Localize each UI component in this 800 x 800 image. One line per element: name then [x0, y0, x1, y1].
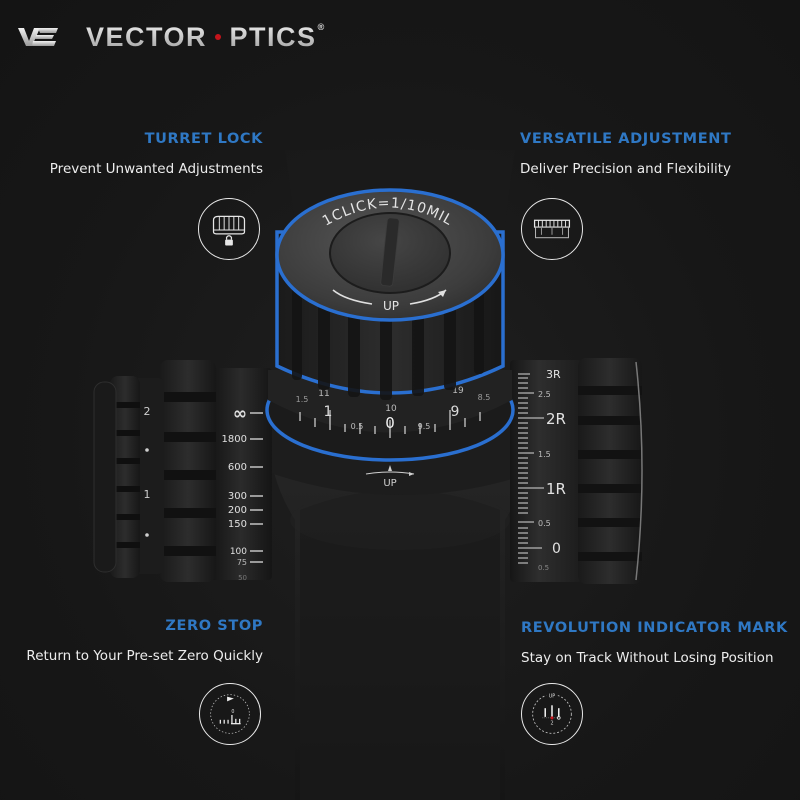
- svg-text:200: 200: [228, 505, 247, 516]
- svg-text:1R: 1R: [546, 480, 566, 498]
- feature-title: REVOLUTION INDICATOR MARK: [521, 620, 788, 636]
- svg-text:1: 1: [324, 404, 333, 420]
- svg-text:0.5: 0.5: [538, 564, 549, 572]
- feature-title: VERSATILE ADJUSTMENT: [520, 131, 732, 147]
- brand-logo: VECTOROPTICS®: [18, 20, 326, 54]
- svg-text:UP: UP: [549, 694, 556, 700]
- svg-text:UP: UP: [383, 478, 396, 489]
- svg-text:100: 100: [230, 547, 247, 557]
- svg-text:75: 75: [237, 558, 247, 567]
- svg-text:1: 1: [144, 488, 151, 501]
- feature-versatile-adjustment: VERSATILE ADJUSTMENT Deliver Precision a…: [520, 131, 731, 177]
- svg-text:0: 0: [552, 541, 561, 557]
- svg-text:600: 600: [228, 462, 247, 473]
- svg-text:2: 2: [550, 721, 553, 727]
- turret-lock-icon: [198, 198, 260, 260]
- ve-logo-mark-icon: [18, 28, 58, 46]
- svg-text:10: 10: [385, 404, 397, 414]
- svg-text:9: 9: [451, 404, 460, 420]
- feature-title: TURRET LOCK: [144, 131, 263, 147]
- svg-text:1.5: 1.5: [296, 395, 309, 404]
- svg-text:2.5: 2.5: [538, 390, 551, 399]
- red-dot-icon: [215, 34, 222, 40]
- svg-text:150: 150: [228, 519, 247, 530]
- svg-text:2: 2: [144, 405, 151, 418]
- brand-name: VECTOROPTICS®: [86, 21, 326, 53]
- svg-text:0: 0: [231, 709, 234, 715]
- feature-description: Deliver Precision and Flexibility: [520, 161, 731, 177]
- svg-text:∞: ∞: [233, 404, 247, 424]
- zero-stop-icon: 0: [199, 683, 261, 745]
- svg-text:50: 50: [238, 574, 247, 582]
- svg-text:0.5: 0.5: [538, 519, 551, 528]
- revolution-indicator-icon: UP 2: [521, 683, 583, 745]
- feature-description: Prevent Unwanted Adjustments: [49, 161, 263, 177]
- svg-text:0.5: 0.5: [351, 422, 364, 431]
- feature-zero-stop: ZERO STOP Return to Your Pre-set Zero Qu…: [26, 618, 263, 664]
- svg-text:UP: UP: [383, 299, 399, 313]
- svg-text:11: 11: [318, 389, 329, 399]
- svg-text:2R: 2R: [546, 410, 566, 428]
- feature-description: Stay on Track Without Losing Position: [521, 650, 774, 666]
- svg-text:0: 0: [385, 414, 395, 432]
- svg-text:19: 19: [452, 386, 464, 396]
- feature-turret-lock: TURRET LOCK Prevent Unwanted Adjustments: [50, 131, 263, 177]
- svg-text:300: 300: [228, 491, 247, 502]
- adjustment-dial-icon: [521, 198, 583, 260]
- svg-text:1800: 1800: [222, 434, 247, 445]
- crosshair-o: O: [207, 22, 230, 53]
- svg-text:8.5: 8.5: [478, 393, 491, 402]
- svg-text:3R: 3R: [546, 368, 561, 381]
- feature-revolution-indicator: REVOLUTION INDICATOR MARK Stay on Track …: [521, 620, 788, 666]
- feature-title: ZERO STOP: [165, 618, 263, 634]
- svg-text:9.5: 9.5: [418, 422, 431, 431]
- svg-text:1.5: 1.5: [538, 450, 551, 459]
- feature-description: Return to Your Pre-set Zero Quickly: [26, 648, 263, 664]
- registered-mark: ®: [317, 21, 326, 32]
